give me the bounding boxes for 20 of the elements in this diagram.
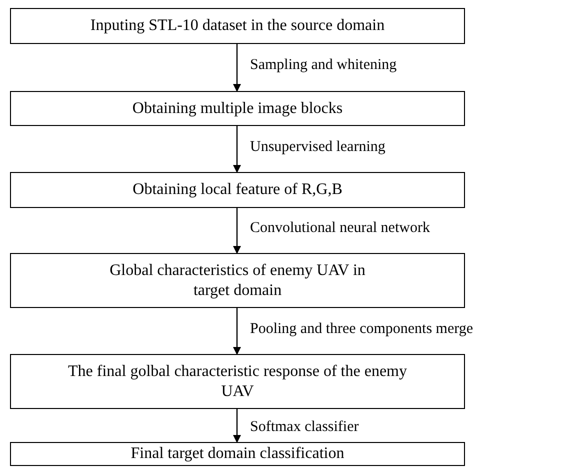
- box-text: Inputing STL-10 dataset in the source domain: [90, 16, 385, 36]
- process-box: [10, 8, 465, 44]
- edge-label: Sampling and whitening: [250, 56, 397, 74]
- edge-label: Unsupervised learning: [250, 138, 386, 156]
- arrow: [233, 308, 241, 355]
- process-box: [10, 442, 465, 466]
- arrow: [233, 44, 241, 92]
- box-text: Final target domain classification: [130, 444, 344, 464]
- arrow: [233, 409, 241, 443]
- box-text: Global characteristics of enemy UAV in target domain: [108, 260, 366, 300]
- process-box: [10, 253, 465, 308]
- box-text: Obtaining multiple image blocks: [132, 98, 343, 118]
- process-box: [10, 91, 465, 126]
- edge-label: Pooling and three components merge: [250, 320, 474, 338]
- box-text: The final golbal characteristic response of the enemy UAV: [67, 362, 408, 402]
- process-box: [10, 354, 465, 409]
- process-box: [10, 172, 465, 208]
- box-text: Obtaining local feature of R,G,B: [132, 180, 342, 200]
- arrow: [233, 126, 241, 173]
- arrow: [233, 208, 241, 254]
